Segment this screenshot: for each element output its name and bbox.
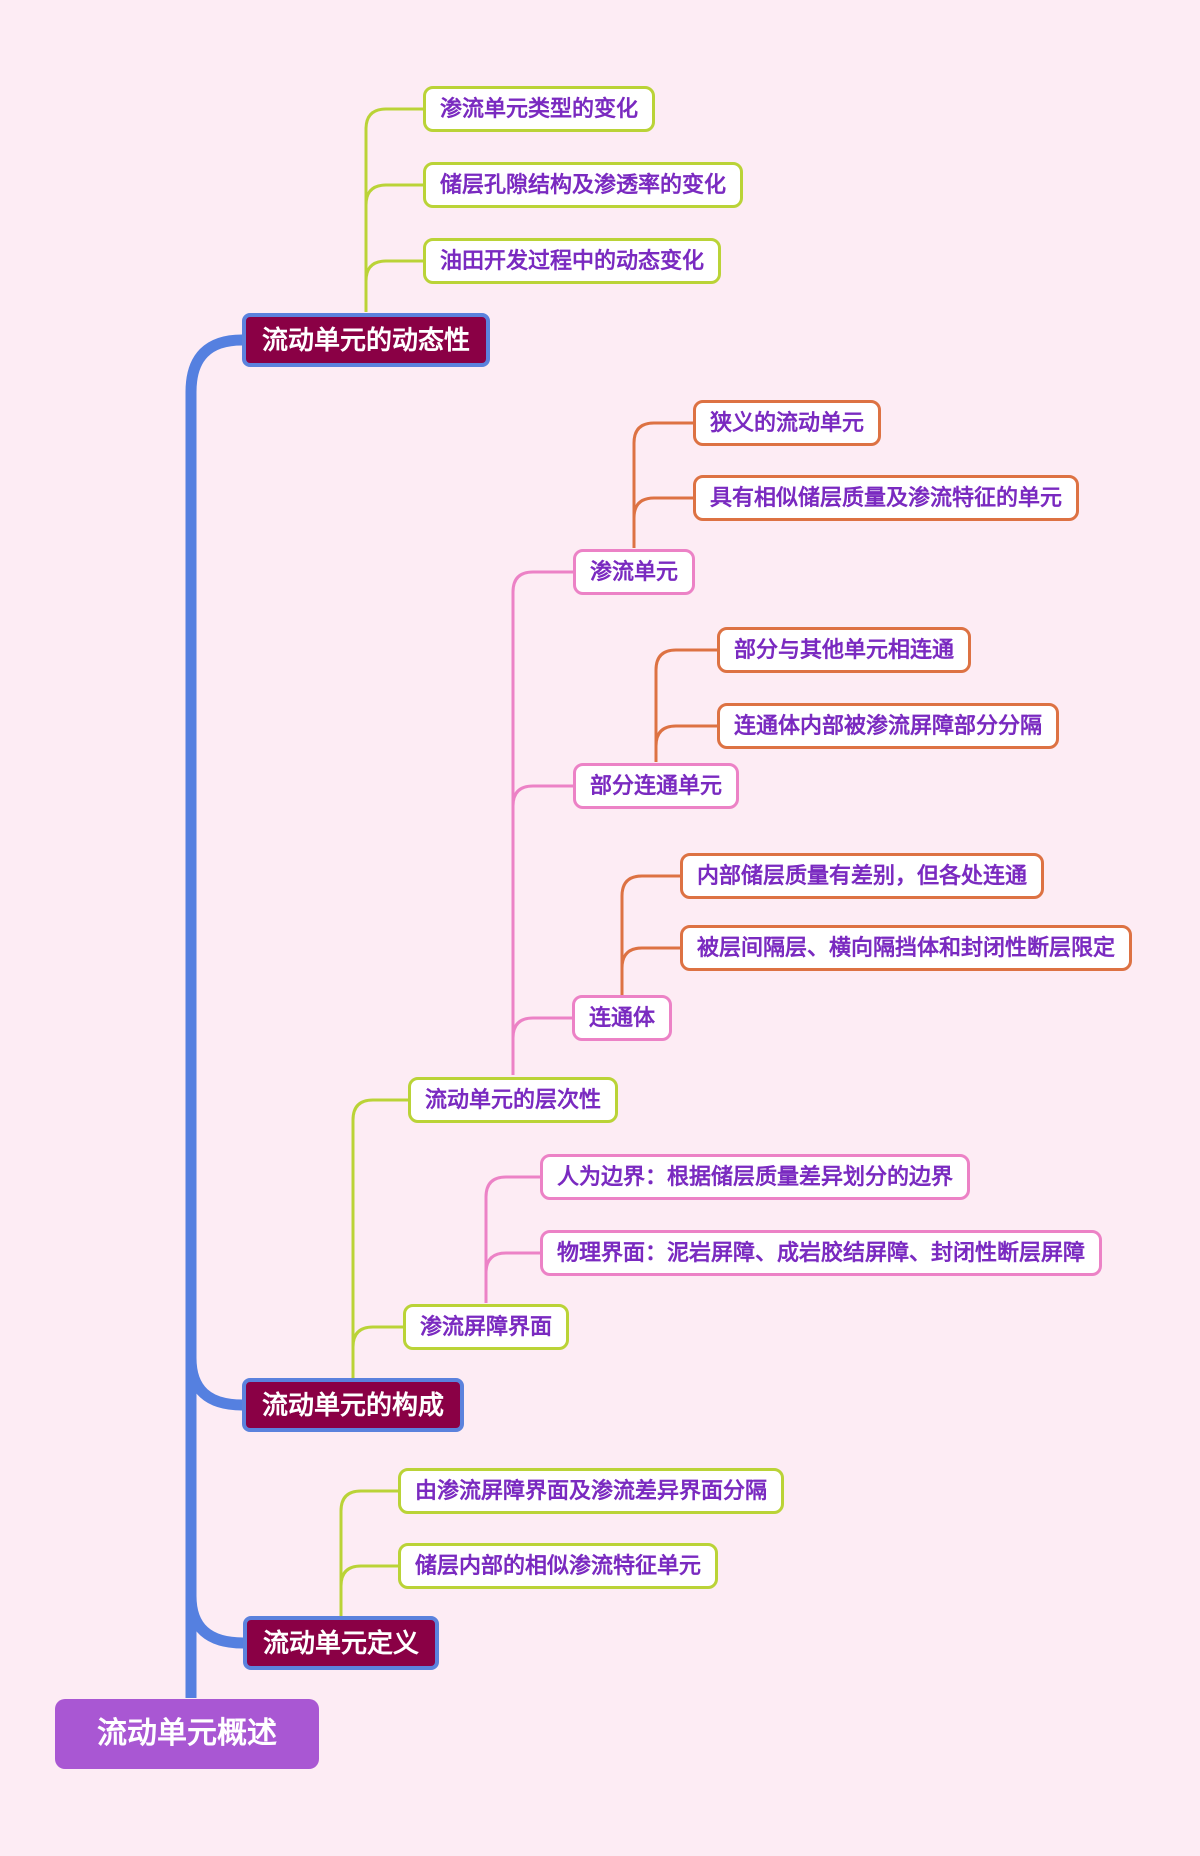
connectors-seepage-unit (632, 421, 693, 548)
connectors-composition (351, 1098, 408, 1378)
leaf-dynamics-type-change[interactable]: 渗流单元类型的变化 (423, 86, 656, 132)
connectors-definition (339, 1489, 398, 1617)
leaf-internal-quality-difference[interactable]: 内部储层质量有差别，但各处连通 (680, 853, 1045, 899)
branch-to-definition (185, 1595, 244, 1649)
connectors-barrier-interface (484, 1175, 540, 1303)
main-topic-composition[interactable]: 流动单元的构成 (242, 1378, 465, 1432)
main-topic-dynamics[interactable]: 流动单元的动态性 (242, 313, 491, 367)
connectors-dynamics (364, 107, 423, 312)
connectors-connected-body (620, 874, 680, 995)
leaf-dynamics-pore-permeability-change[interactable]: 储层孔隙结构及渗透率的变化 (423, 162, 744, 208)
connectors-partially-connected (654, 648, 717, 762)
leaf-bounded-by-interlayers-faults[interactable]: 被层间隔层、横向隔挡体和封闭性断层限定 (680, 925, 1133, 971)
connectors-hierarchy (511, 570, 573, 1075)
root-node[interactable]: 流动单元概述 (55, 1699, 319, 1769)
subtopic-seepage-unit[interactable]: 渗流单元 (573, 549, 696, 595)
subtopic-connected-body[interactable]: 连通体 (572, 995, 673, 1041)
leaf-separated-by-interfaces[interactable]: 由渗流屏障界面及渗流差异界面分隔 (398, 1468, 785, 1514)
subtopic-partially-connected-unit[interactable]: 部分连通单元 (573, 763, 740, 809)
leaf-physical-interface[interactable]: 物理界面：泥岩屏障、成岩胶结屏障、封闭性断层屏障 (540, 1230, 1103, 1276)
subtopic-barrier-interface[interactable]: 渗流屏障界面 (403, 1304, 570, 1350)
leaf-artificial-boundary[interactable]: 人为边界：根据储层质量差异划分的边界 (540, 1154, 971, 1200)
leaf-similar-seepage-feature-unit[interactable]: 储层内部的相似渗流特征单元 (398, 1543, 719, 1589)
leaf-dynamics-development-change[interactable]: 油田开发过程中的动态变化 (423, 238, 722, 284)
spine-blue (185, 334, 244, 1698)
leaf-similar-quality-unit[interactable]: 具有相似储层质量及渗流特征的单元 (693, 475, 1080, 521)
main-topic-definition[interactable]: 流动单元定义 (243, 1616, 440, 1670)
leaf-partially-connected-to-others[interactable]: 部分与其他单元相连通 (717, 627, 972, 673)
leaf-separated-by-barrier[interactable]: 连通体内部被渗流屏障部分分隔 (717, 703, 1060, 749)
branch-to-composition (185, 1357, 243, 1411)
leaf-narrow-flow-unit[interactable]: 狭义的流动单元 (693, 400, 882, 446)
subtopic-hierarchy[interactable]: 流动单元的层次性 (408, 1077, 619, 1123)
spine-vertical (185, 334, 243, 1698)
